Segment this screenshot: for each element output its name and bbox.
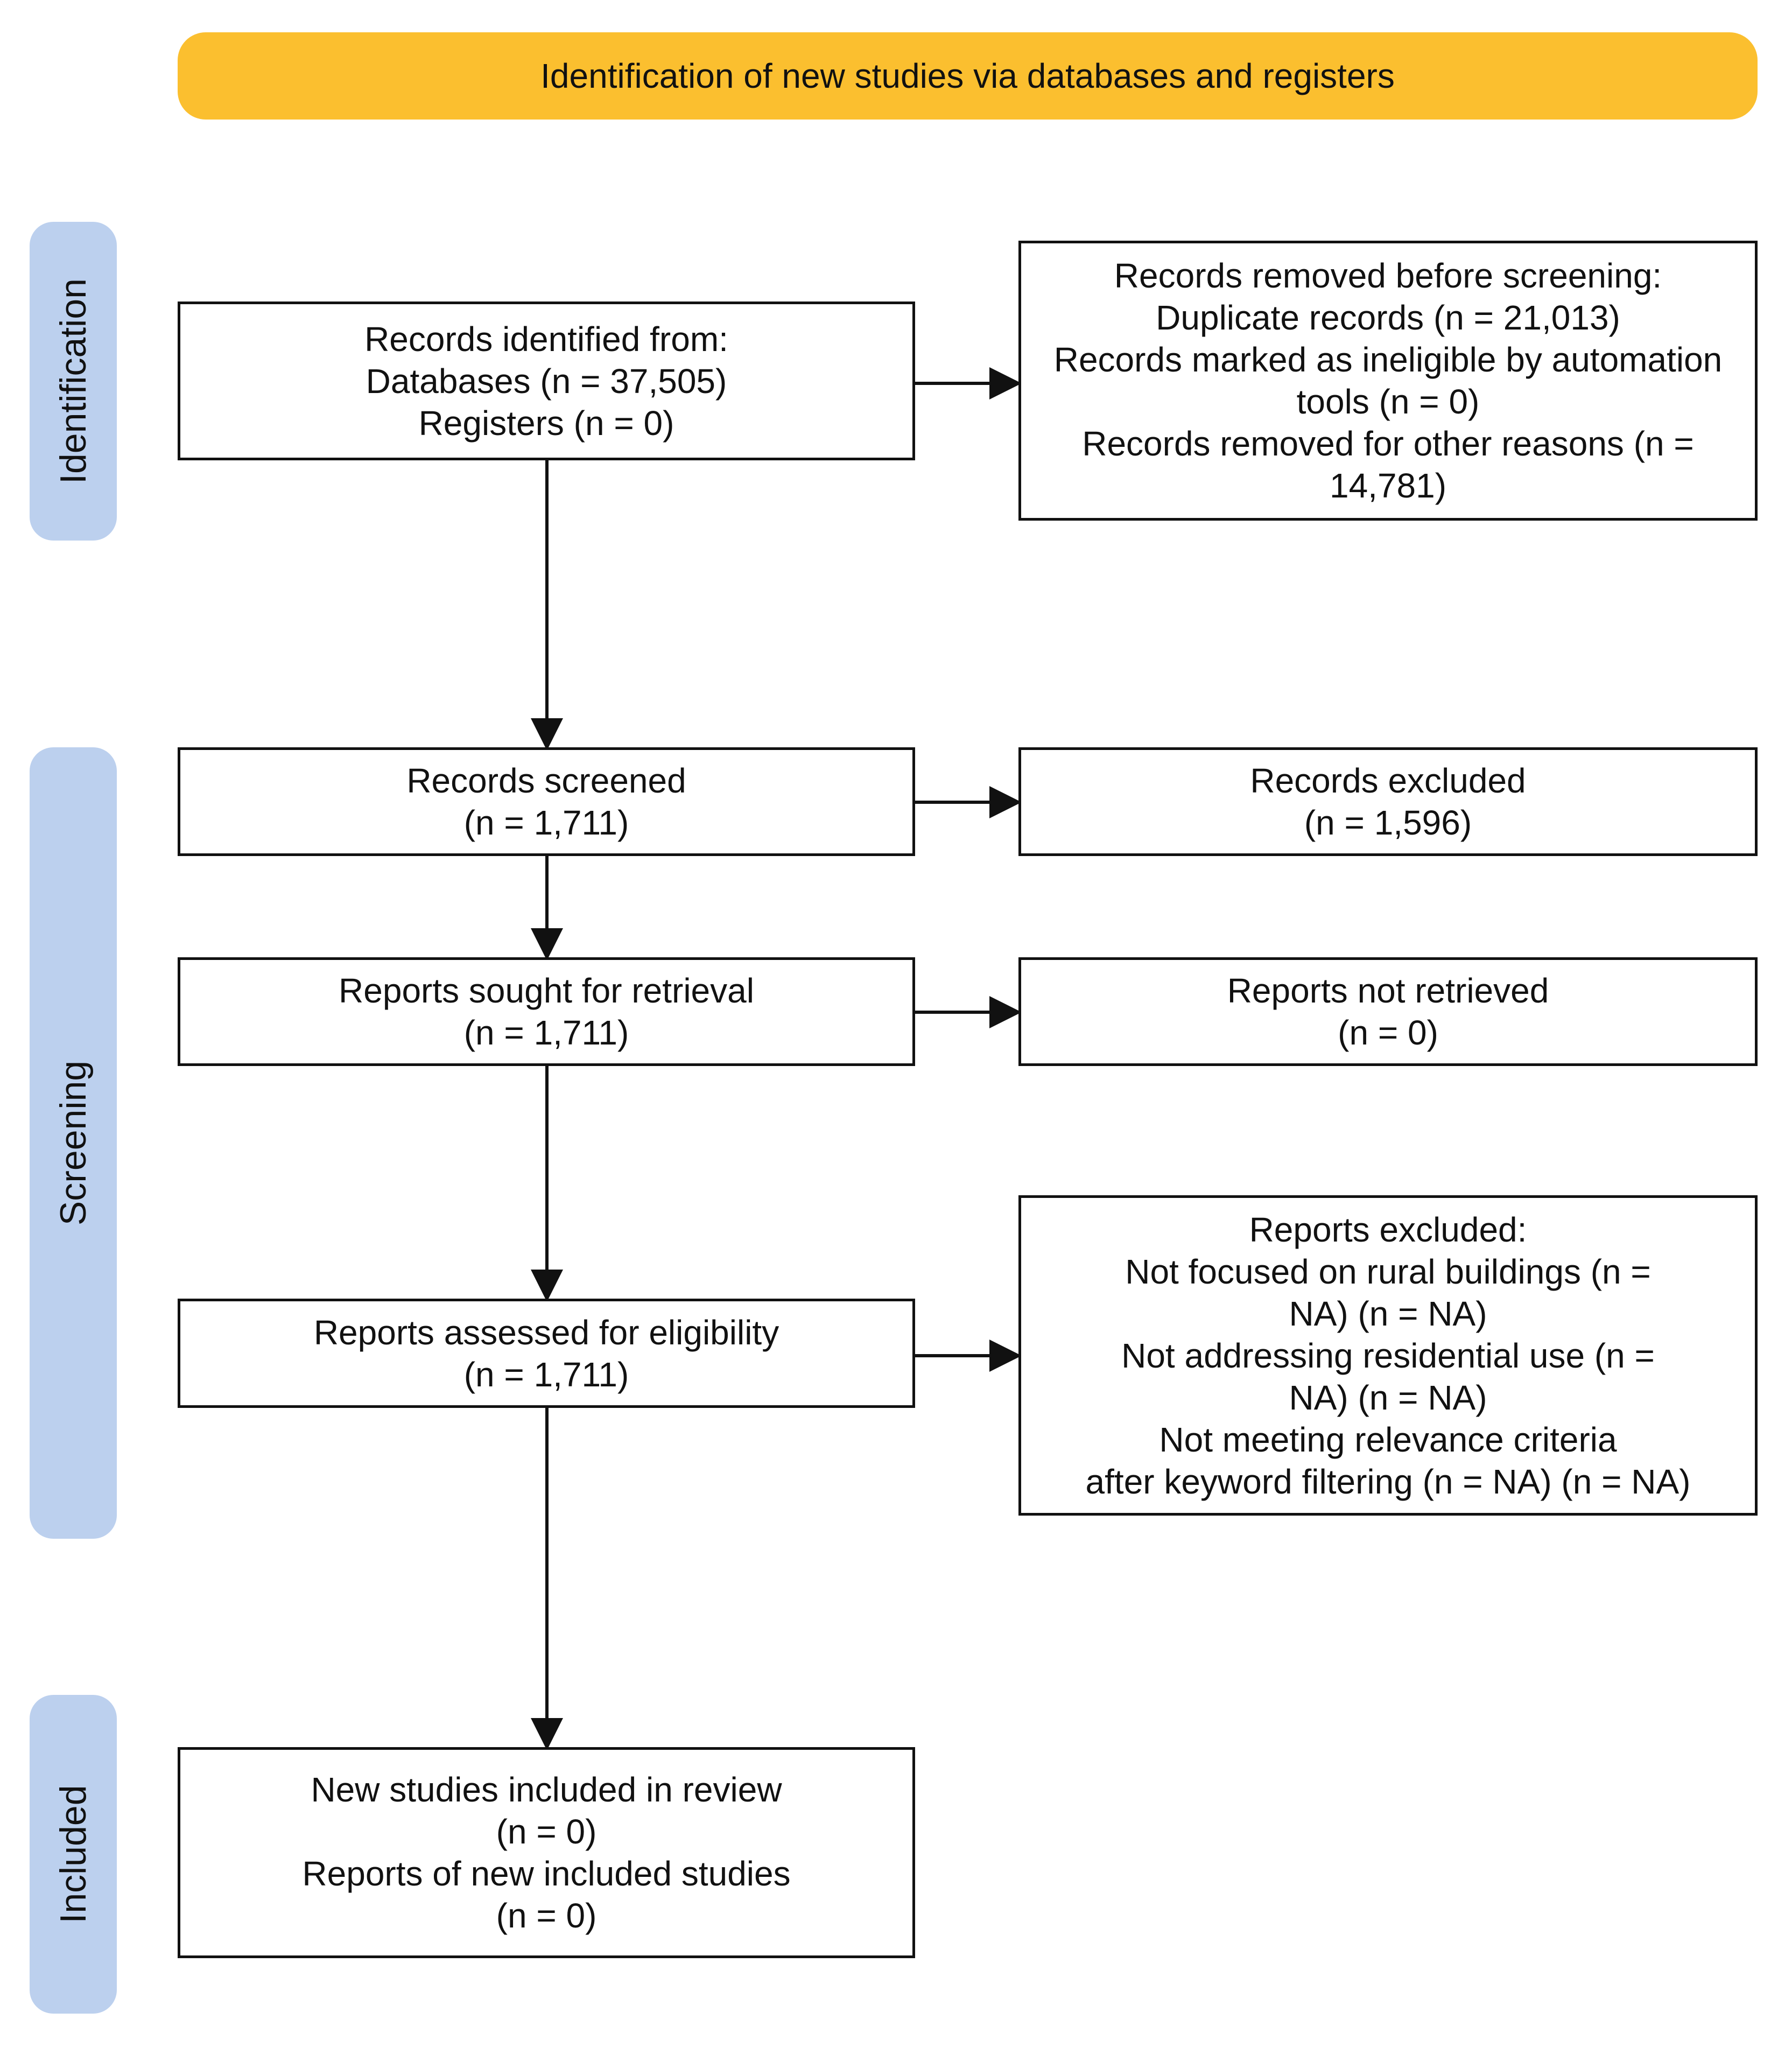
box-line: Reports sought for retrieval bbox=[339, 971, 754, 1010]
box-line: Records marked as ineligible by automati… bbox=[1053, 340, 1723, 379]
box-line: Registers (n = 0) bbox=[418, 403, 674, 443]
box-line: New studies included in review bbox=[311, 1770, 782, 1809]
box-line: (n = 1,711) bbox=[463, 1355, 629, 1394]
studies-included-box: New studies included in review (n = 0) R… bbox=[178, 1747, 915, 1958]
phase-included: Included bbox=[30, 1695, 117, 2014]
box-line: Records screened bbox=[406, 761, 686, 800]
box-line: Not addressing residential use (n = bbox=[1121, 1336, 1655, 1375]
phase-identification-label: Identification bbox=[53, 278, 94, 484]
box-line: Not focused on rural buildings (n = bbox=[1125, 1252, 1651, 1291]
box-line: tools (n = 0) bbox=[1296, 382, 1480, 421]
identification-banner: Identification of new studies via databa… bbox=[178, 32, 1758, 120]
banner-title: Identification of new studies via databa… bbox=[540, 57, 1395, 95]
records-removed-box: Records removed before screening: Duplic… bbox=[1018, 241, 1758, 521]
box-line: Duplicate records (n = 21,013) bbox=[1156, 298, 1620, 337]
records-screened-box: Records screened (n = 1,711) bbox=[178, 747, 915, 856]
box-line: Records removed before screening: bbox=[1114, 256, 1662, 295]
box-line: Reports of new included studies bbox=[302, 1854, 791, 1893]
box-line: Not meeting relevance criteria bbox=[1159, 1420, 1617, 1459]
reports-excluded-box: Reports excluded: Not focused on rural b… bbox=[1018, 1195, 1758, 1516]
box-line: Records removed for other reasons (n = bbox=[1082, 424, 1694, 463]
phase-identification: Identification bbox=[30, 222, 117, 541]
box-line: NA) (n = NA) bbox=[1289, 1378, 1487, 1417]
box-line: 14,781) bbox=[1329, 466, 1447, 505]
box-line: Reports excluded: bbox=[1249, 1210, 1527, 1249]
records-identified-box: Records identified from: Databases (n = … bbox=[178, 302, 915, 460]
box-line: (n = 1,711) bbox=[463, 803, 629, 842]
phase-screening-label: Screening bbox=[53, 1060, 94, 1226]
box-line: Reports not retrieved bbox=[1227, 971, 1549, 1010]
phase-included-label: Included bbox=[53, 1785, 94, 1924]
records-excluded-box: Records excluded (n = 1,596) bbox=[1018, 747, 1758, 856]
box-line: Reports assessed for eligibility bbox=[313, 1313, 779, 1352]
box-line: (n = 0) bbox=[496, 1896, 597, 1935]
phase-screening: Screening bbox=[30, 747, 117, 1539]
box-line: Databases (n = 37,505) bbox=[366, 361, 727, 401]
box-line: (n = 0) bbox=[1338, 1013, 1438, 1052]
box-line: (n = 1,711) bbox=[463, 1013, 629, 1052]
box-line: after keyword filtering (n = NA) (n = NA… bbox=[1085, 1462, 1691, 1501]
box-line: (n = 0) bbox=[496, 1812, 597, 1851]
box-line: Records excluded bbox=[1250, 761, 1526, 800]
box-line: Records identified from: bbox=[364, 319, 728, 359]
box-line: NA) (n = NA) bbox=[1289, 1294, 1487, 1333]
box-line: (n = 1,596) bbox=[1304, 803, 1472, 842]
reports-assessed-box: Reports assessed for eligibility (n = 1,… bbox=[178, 1299, 915, 1408]
reports-sought-box: Reports sought for retrieval (n = 1,711) bbox=[178, 957, 915, 1066]
reports-not-retrieved-box: Reports not retrieved (n = 0) bbox=[1018, 957, 1758, 1066]
